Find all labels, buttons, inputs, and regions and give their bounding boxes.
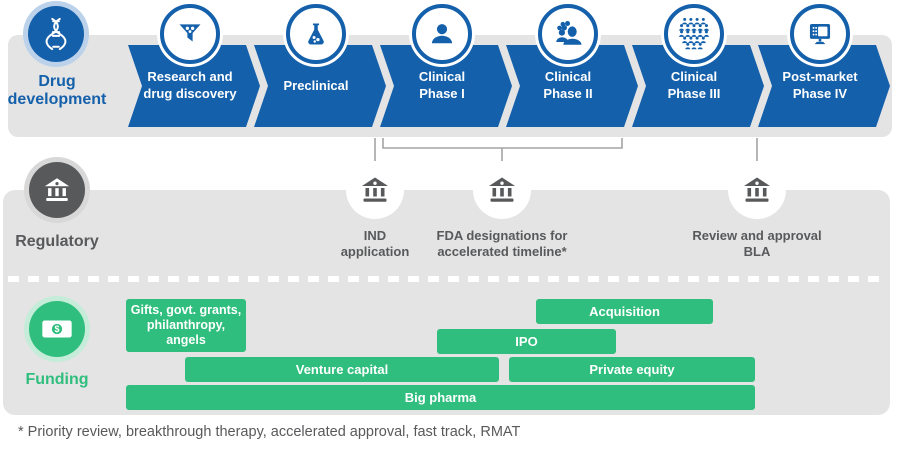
regulatory-row-label: Regulatory: [15, 233, 99, 250]
person-icon: [431, 24, 453, 44]
funding-circle: $: [29, 301, 85, 357]
dna-icon: [45, 17, 67, 51]
milestone-bla-label: Review and approval BLA: [692, 228, 822, 259]
phase4-stage-circle: [790, 4, 850, 64]
svg-text:$: $: [55, 324, 60, 334]
fda-bracket-line: [382, 138, 623, 149]
flask-icon: [308, 23, 324, 45]
crowd-icon: [679, 18, 709, 50]
phase3-stage-circle: [664, 4, 724, 64]
funding-row-label: Funding: [25, 371, 89, 388]
funnel-icon: [179, 24, 201, 42]
bank-icon: [44, 178, 70, 201]
milestone-fda-label: FDA designations for accelerated timelin…: [436, 228, 568, 259]
money-icon: $: [42, 320, 72, 338]
research-stage-circle: [160, 4, 220, 64]
drug-development-circle: [28, 6, 84, 62]
footnote: * Priority review, breakthrough therapy,…: [18, 424, 521, 440]
people-icon: [556, 20, 582, 45]
funding-bar-venture-capital: Venture capital: [185, 357, 499, 382]
drug-development-row-label: Drug development: [7, 73, 107, 109]
funding-bar-gifts-grants: Gifts, govt. grants, philanthropy, angel…: [126, 299, 246, 352]
milestone-ind-label: IND application: [340, 228, 410, 259]
monitor-icon: [809, 23, 831, 45]
stage-clinical-phase-1: Clinical Phase I: [380, 45, 512, 127]
bank-icon: [489, 177, 515, 202]
section-divider-dashed: [8, 276, 884, 282]
fda-milestone-circle: [473, 161, 531, 219]
regulatory-circle: [29, 162, 85, 218]
ind-milestone-circle: [346, 161, 404, 219]
bank-icon: [362, 177, 388, 202]
bank-icon: [744, 177, 770, 202]
phase2-stage-circle: [538, 4, 598, 64]
funding-bar-private-equity: Private equity: [509, 357, 755, 382]
preclinical-stage-circle: [286, 4, 346, 64]
phase1-stage-circle: [412, 4, 472, 64]
funding-bar-big-pharma: Big pharma: [126, 385, 755, 410]
funding-bar-acquisition: Acquisition: [536, 299, 713, 324]
bla-milestone-circle: [728, 161, 786, 219]
funding-bar-ipo: IPO: [437, 329, 616, 354]
